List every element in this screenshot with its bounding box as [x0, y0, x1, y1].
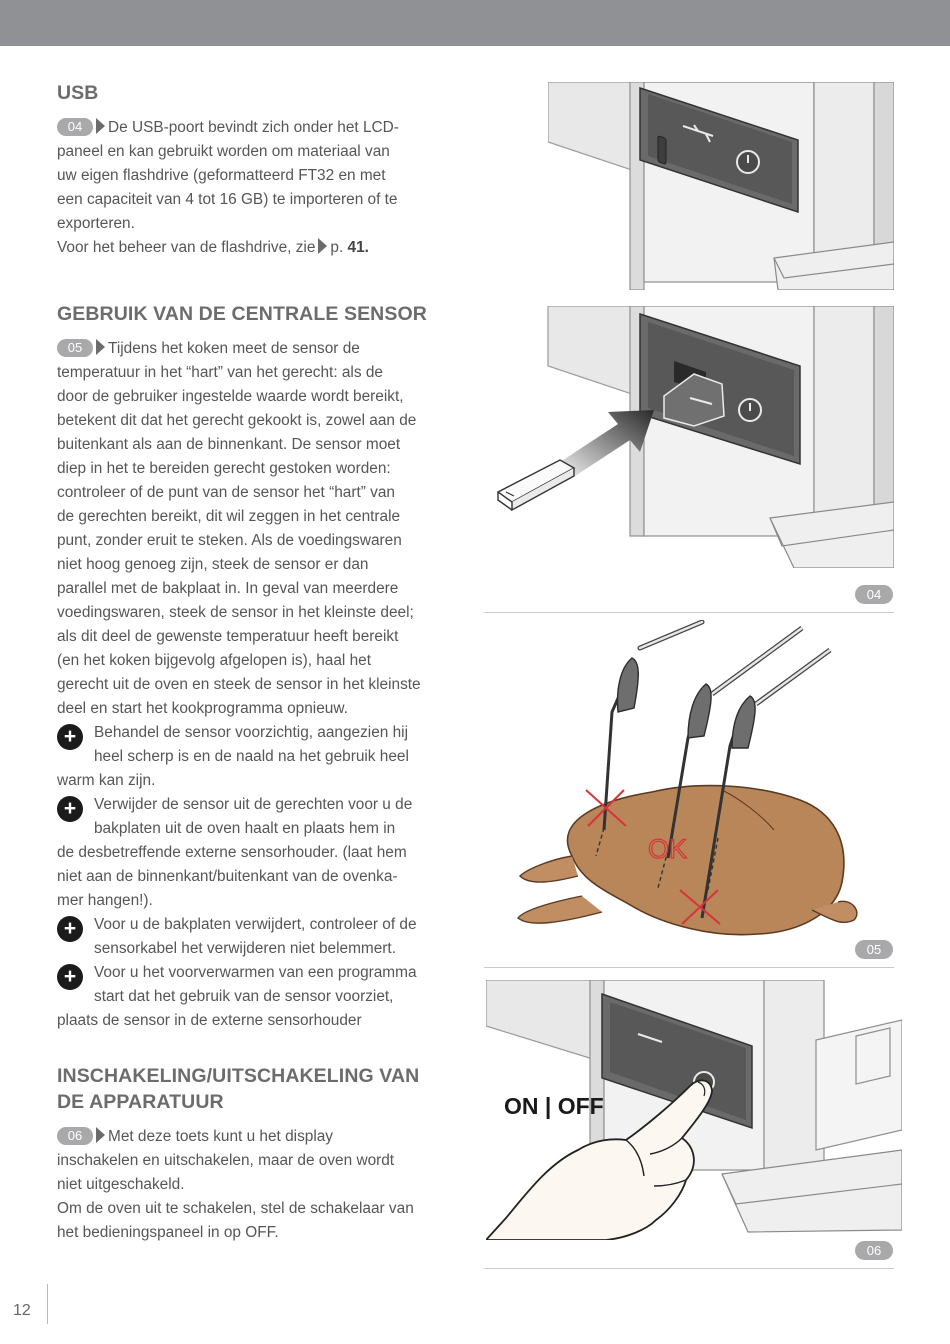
- arrow-right-icon: [318, 238, 328, 254]
- usb-insertion-illustration: [496, 306, 894, 568]
- sensor-probe-correct: [657, 683, 712, 889]
- figure-divider: [484, 967, 894, 968]
- usb-port-closed-illustration: [548, 82, 894, 290]
- usb-ref-text: Voor het beheer van de flashdrive, zie: [57, 239, 316, 256]
- ok-mark: OK: [648, 834, 687, 864]
- on-off-label: ON | OFF: [504, 1093, 604, 1119]
- sensor-placement-illustration: OK: [517, 620, 858, 936]
- sensor-probe-wrong-1: [585, 657, 639, 857]
- arrow-right-icon: [96, 339, 105, 355]
- plus-icon: +: [57, 724, 83, 750]
- badge-05: 05: [57, 339, 93, 357]
- page-number: 12: [13, 1302, 31, 1319]
- sensor-note-1: + Behandel de sensor voorzichtig, aangez…: [57, 724, 409, 789]
- on-off-button-illustration: ON | OFF: [486, 980, 902, 1240]
- sensor-probe-wrong-2: [679, 695, 756, 925]
- figure-label-04: 04: [855, 585, 893, 604]
- usb-stick-icon: [496, 459, 576, 512]
- top-header-bar: [0, 0, 950, 46]
- sensor-note-3: + Voor u de bakplaten verwijdert, contro…: [57, 913, 467, 961]
- sensor-note-2: + Verwijder de sensor uit de gerechten v…: [57, 796, 413, 909]
- figure-label-06: 06: [855, 1241, 893, 1260]
- badge-04: 04: [57, 118, 93, 136]
- pointing-hand-icon: [486, 1079, 713, 1240]
- figure-label-05: 05: [855, 940, 893, 959]
- page-number-divider: [47, 1284, 48, 1324]
- figure-divider: [484, 612, 894, 613]
- plus-icon: +: [57, 796, 83, 822]
- arrow-right-icon: [96, 118, 105, 134]
- usb-title: USB: [57, 82, 99, 104]
- page-reference-link[interactable]: 41.: [347, 239, 369, 256]
- arrow-right-icon: [96, 1127, 105, 1143]
- plus-icon: +: [57, 916, 83, 942]
- sensor-note-4: + Voor u het voorverwarmen van een progr…: [57, 964, 417, 1029]
- figure-divider: [484, 1268, 894, 1269]
- sensor-title: GEBRUIK VAN DE CENTRALE SENSOR: [57, 303, 427, 325]
- usb-cover-panel: [639, 86, 799, 214]
- plus-icon: +: [57, 964, 83, 990]
- badge-06: 06: [57, 1127, 93, 1145]
